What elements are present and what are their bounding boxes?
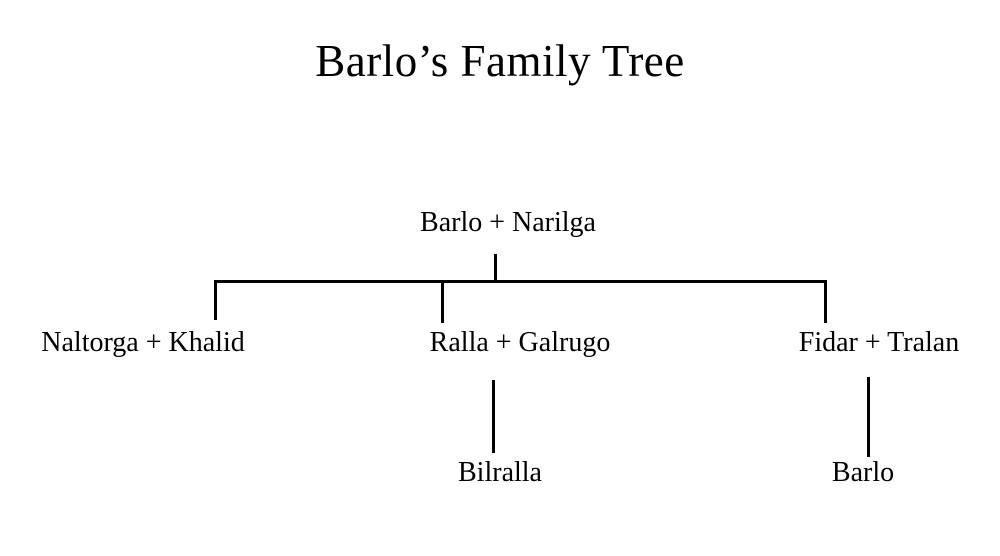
node-root-couple: Barlo + Narilga bbox=[420, 207, 596, 238]
connector-sibling-bar bbox=[214, 280, 827, 283]
connector-drop-left bbox=[214, 280, 217, 320]
connector-ralla-to-bilralla bbox=[492, 380, 495, 453]
diagram-title: Barlo’s Family Tree bbox=[315, 36, 685, 86]
node-couple-fidar-tralan: Fidar + Tralan bbox=[798, 327, 960, 358]
node-person-barlo-grandchild: Barlo bbox=[831, 457, 895, 488]
connector-fidar-to-barlo bbox=[867, 377, 870, 457]
connector-root-drop bbox=[494, 254, 497, 282]
node-couple-ralla-galrugo: Ralla + Galrugo bbox=[429, 327, 611, 358]
connector-drop-middle bbox=[441, 280, 444, 323]
node-couple-naltorga-khalid: Naltorga + Khalid bbox=[41, 327, 245, 358]
connector-drop-right bbox=[824, 280, 827, 323]
node-person-bilralla: Bilralla bbox=[458, 457, 542, 488]
